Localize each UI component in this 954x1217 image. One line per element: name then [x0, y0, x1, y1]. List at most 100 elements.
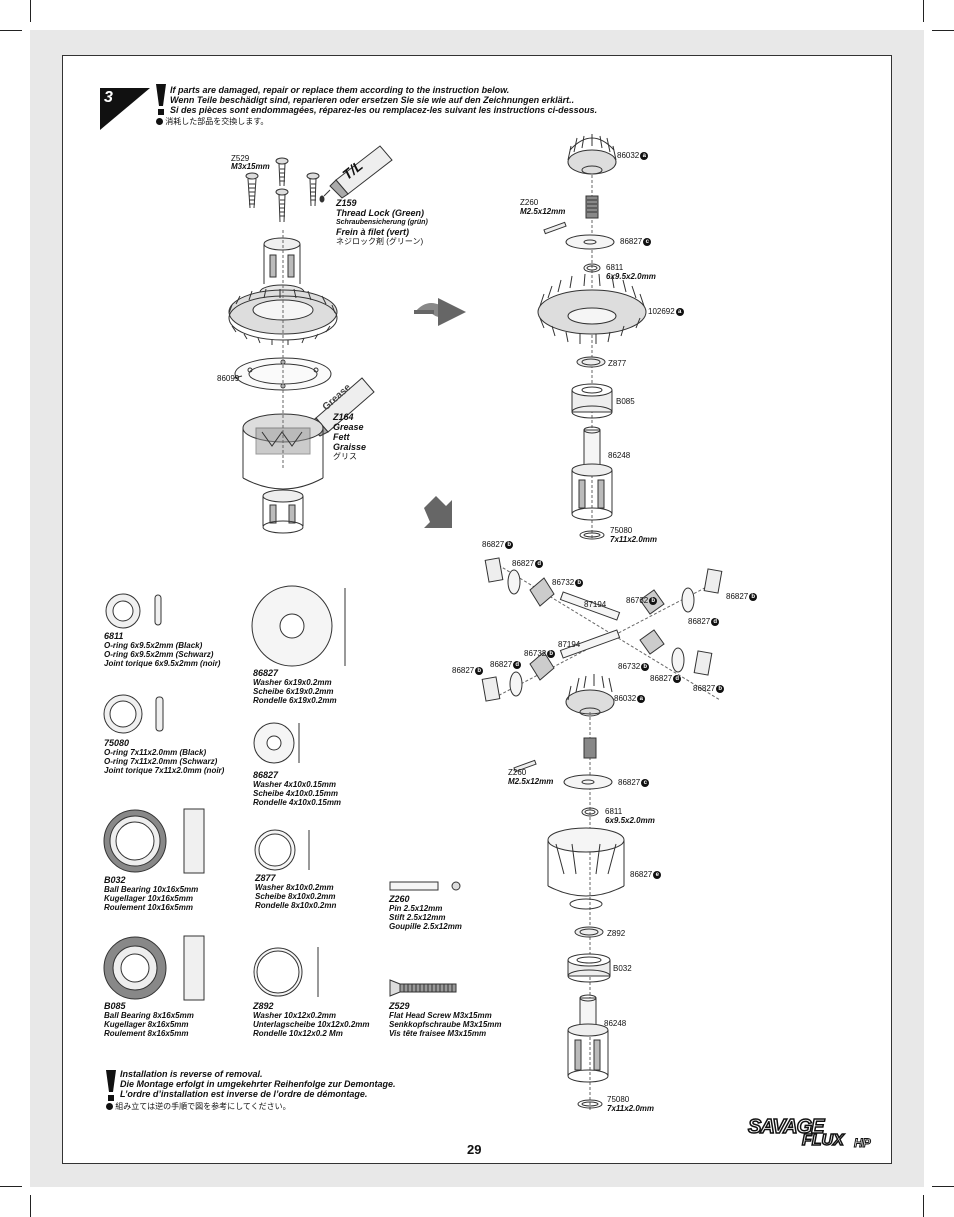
washer-z877	[576, 356, 606, 368]
warning-top-jp-row: 消耗した部品を交換します。	[156, 116, 268, 127]
pin-z260-bottom	[513, 759, 537, 773]
z159-code: Z159	[336, 198, 357, 208]
washer-86827c-top	[565, 234, 615, 250]
label-z892: Z892	[607, 929, 626, 938]
bearing-b085	[571, 383, 613, 419]
spider-shaft-bottom	[583, 737, 597, 759]
label-86248-top: 86248	[608, 451, 631, 460]
oring-75080-top	[579, 530, 605, 540]
bevel-gear-top	[567, 134, 617, 175]
z164-en: Grease	[333, 422, 364, 432]
label-z159: Z159 Thread Lock (Green) Schraubensicher…	[336, 198, 428, 246]
step-number: 3	[104, 89, 113, 106]
screw-top	[275, 157, 289, 187]
spider-assembly	[481, 557, 723, 702]
screw-left	[245, 172, 259, 209]
label-z877: Z877	[608, 359, 627, 368]
exclamation-icon	[154, 84, 168, 116]
crop-mark	[932, 1186, 954, 1187]
warning-top: If parts are damaged, repair or replace …	[170, 85, 597, 115]
savage-flux-logo: SAVAGE FLUX HP	[747, 1115, 871, 1150]
exclamation-icon	[104, 1070, 118, 1102]
crop-mark	[923, 1195, 924, 1217]
z164-code: Z164	[333, 412, 354, 422]
warning-top-en: If parts are damaged, repair or replace …	[170, 85, 510, 95]
z159-fr: Frein à filet (vert)	[336, 227, 410, 237]
label-86248-bottom: 86248	[604, 1019, 627, 1028]
part-icon-86827-small	[253, 722, 300, 764]
arrow-right-icon	[414, 298, 466, 326]
bevel-gear-bottom	[565, 674, 615, 717]
pin-z260-top	[543, 221, 567, 235]
oring-75080-bottom	[577, 1099, 603, 1109]
bullet-icon	[106, 1103, 113, 1111]
diff-case	[242, 413, 324, 534]
label-z164: Z164 Grease Fett Graisse グリス	[333, 412, 366, 461]
warning-bottom-fr: L’ordre d’installation est inverse de l’…	[120, 1089, 368, 1099]
label-z529-size: M3x15mm	[231, 162, 270, 171]
warning-bottom-en: Installation is reverse of removal.	[120, 1069, 263, 1079]
warning-bottom: Installation is reverse of removal. Die …	[120, 1069, 396, 1099]
part-icon-6811	[105, 593, 162, 629]
ring-gear-102692	[537, 273, 647, 344]
label-86099: 86099	[217, 374, 240, 383]
warning-bottom-jp: 組み立ては逆の手順で図を参考にしてください。	[115, 1102, 291, 1111]
crop-mark	[0, 1186, 22, 1187]
z164-jp: グリス	[333, 452, 357, 461]
bullet-icon	[156, 118, 163, 126]
part-icon-b032	[103, 808, 205, 874]
warning-top-fr: Si des pièces sont endommagées, réparez-…	[170, 105, 598, 115]
arrow-down-right-icon	[424, 496, 452, 528]
part-icon-z529	[389, 979, 457, 997]
screw-mid	[275, 188, 289, 223]
part-icon-z892	[253, 947, 319, 997]
spider-shaft	[585, 195, 599, 219]
part-icon-z877	[254, 829, 310, 871]
warning-top-jp: 消耗した部品を交換します。	[165, 117, 269, 126]
diff-case-bottom	[547, 827, 625, 910]
label-b032: B032	[613, 964, 632, 973]
oring-6811-bottom	[581, 807, 599, 817]
washer-z892	[574, 926, 604, 938]
crop-mark	[0, 30, 22, 31]
label-z529-code: Z529	[231, 154, 250, 163]
part-icon-b085	[103, 935, 205, 1001]
crop-mark	[30, 1195, 31, 1217]
z159-jp: ネジロック剤 (グリーン)	[336, 237, 424, 246]
crop-mark	[923, 0, 924, 22]
part-icon-86827-large	[251, 585, 346, 667]
label-spider-4: 87194	[584, 600, 607, 609]
z164-de: Fett	[333, 432, 350, 442]
label-b085: B085	[616, 397, 635, 406]
part-icon-z260	[389, 881, 461, 891]
